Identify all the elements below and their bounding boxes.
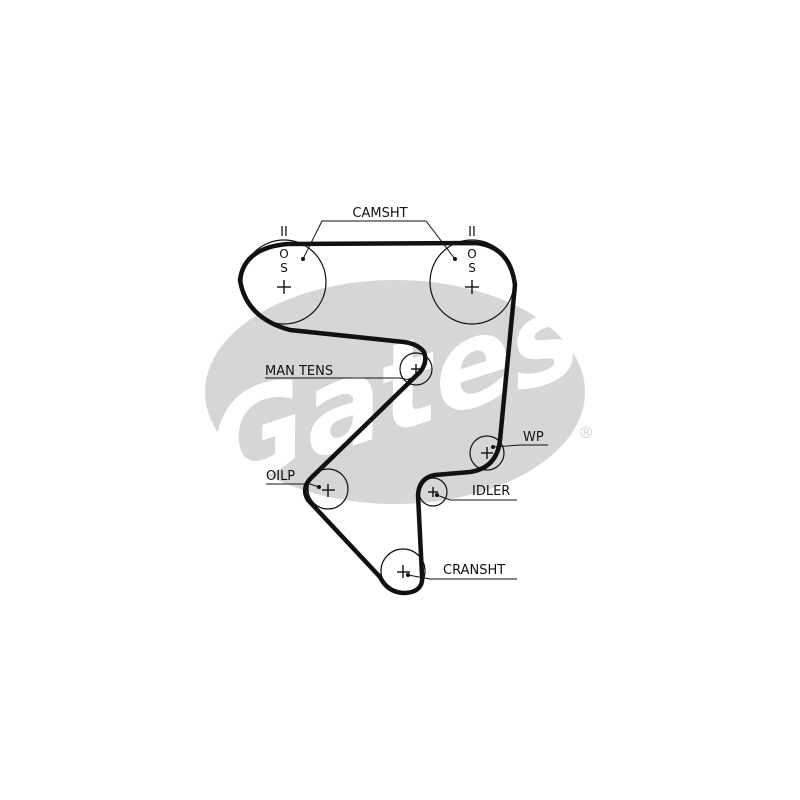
label-camshaft: CAMSHT (352, 206, 407, 221)
camshaft-pulley-right: II O S (429, 225, 515, 325)
leader-oilp-dot (317, 485, 321, 489)
leader-camshaft-dot-right (453, 257, 457, 261)
label-water-pump: WP (523, 430, 544, 445)
water-pump-pulley-circle (469, 435, 505, 471)
crankshaft-pulley (380, 548, 426, 594)
timing-mark-left-top: II (280, 225, 288, 240)
timing-mark-right-top: II (468, 225, 476, 240)
leader-idler-dot (435, 493, 439, 497)
logo-ellipse (205, 280, 585, 504)
idler-pulley (418, 477, 448, 507)
oil-pump-pulley-circle (307, 468, 349, 510)
registered-mark: ® (578, 423, 594, 442)
crankshaft-pulley-circle (380, 548, 426, 594)
camshaft-pulley-left: II O S (241, 225, 327, 325)
label-oil-pump: OILP (266, 469, 295, 484)
leader-man-tens-dot (408, 378, 412, 382)
leader-idler (436, 494, 517, 501)
man-tens-pulley-circle (399, 352, 433, 386)
timing-mark-left-s: S (280, 261, 288, 275)
label-idler: IDLER (472, 484, 510, 499)
leader-crankshaft-dot (406, 573, 410, 577)
label-man-tens: MAN TENS (265, 364, 333, 379)
oil-pump-pulley (307, 468, 349, 510)
timing-mark-left-o: O (279, 247, 288, 261)
label-crankshaft: CRANSHT (443, 563, 505, 578)
gates-logo-watermark: Gates ® (200, 262, 594, 517)
timing-mark-right-o: O (467, 247, 476, 261)
leader-camshaft-dot-left (301, 257, 305, 261)
timing-mark-right-s: S (468, 261, 476, 275)
leader-man-tens (265, 377, 411, 381)
leader-wp (492, 444, 548, 448)
water-pump-pulley (469, 435, 505, 471)
camshaft-pulley-left-circle (241, 239, 327, 325)
leader-wp-dot (491, 445, 495, 449)
leader-oilp (266, 483, 320, 488)
leader-camshaft (302, 220, 456, 260)
camshaft-pulley-right-circle (429, 239, 515, 325)
idler-pulley-circle (418, 477, 448, 507)
leader-crankshaft (407, 574, 517, 580)
man-tens-pulley (399, 352, 433, 386)
